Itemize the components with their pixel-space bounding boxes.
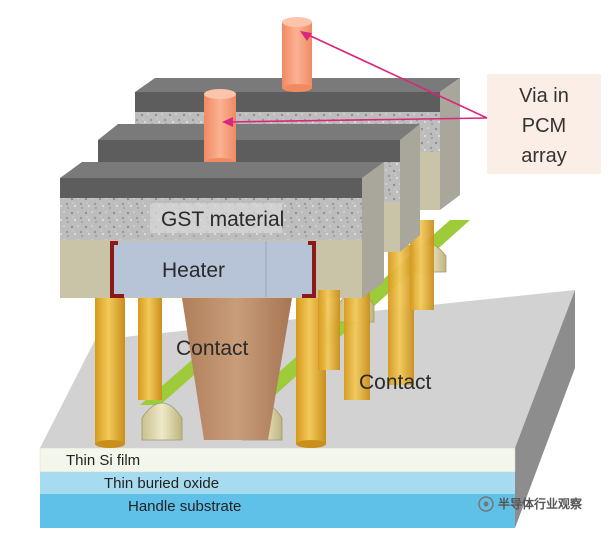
arch-left: [141, 402, 183, 441]
watermark-text: 半导体行业观察: [498, 496, 583, 511]
row3-right-side: [440, 78, 460, 210]
row3-heater-base: [420, 152, 440, 210]
pillar-front-1: [95, 298, 125, 444]
row2-heater-base: [380, 202, 400, 252]
pillars-front: [95, 290, 340, 448]
label-heater: Heater: [162, 259, 225, 282]
label-contact-center: Contact: [176, 337, 249, 360]
label-gst-material: GST material: [161, 208, 284, 231]
stack-row-1: [60, 162, 384, 298]
label-handle-substrate: Handle substrate: [128, 498, 241, 515]
callout-line-1: Via in: [519, 85, 569, 107]
heater-block: [112, 241, 314, 297]
row2-metal-top: [98, 124, 420, 140]
gst-label-bg: [150, 203, 282, 233]
si-film-layer: [39, 447, 516, 473]
pillar-back-3: [344, 290, 370, 400]
label-contact-right: Contact: [359, 371, 432, 394]
via-back: [282, 17, 312, 92]
callout-line-3: array: [521, 145, 567, 167]
watermark: 半导体行业观察: [478, 496, 583, 512]
pillar-front-4: [318, 290, 340, 370]
substrate-right-face: [515, 290, 575, 528]
row1-metal-top: [60, 162, 384, 178]
label-thin-buried-oxide: Thin buried oxide: [104, 475, 219, 492]
buried-oxide-layer: [40, 472, 515, 494]
row1-right-side: [362, 162, 384, 298]
row2-metal-front: [98, 140, 400, 162]
via-callout: Via in PCM array: [222, 31, 601, 174]
pillar-back-1: [388, 245, 414, 385]
pillar-front-2: [138, 298, 162, 400]
callout-arrows: [222, 31, 488, 127]
heater-bracket-left: [110, 241, 124, 298]
callout-box: [487, 74, 601, 174]
via-front: [204, 89, 236, 166]
watermark-logo-icon: [478, 496, 494, 512]
pillars-back: [344, 220, 434, 400]
row1-metal-front: [60, 178, 362, 198]
row3-metal-front: [135, 92, 440, 112]
contact-wedge: [182, 298, 292, 440]
heater-bracket-right: [302, 241, 316, 298]
row2-right-side: [400, 124, 420, 252]
callout-line-2: PCM: [522, 115, 566, 137]
label-thin-si-film: Thin Si film: [66, 452, 140, 469]
handle-substrate-layer: [40, 494, 515, 528]
